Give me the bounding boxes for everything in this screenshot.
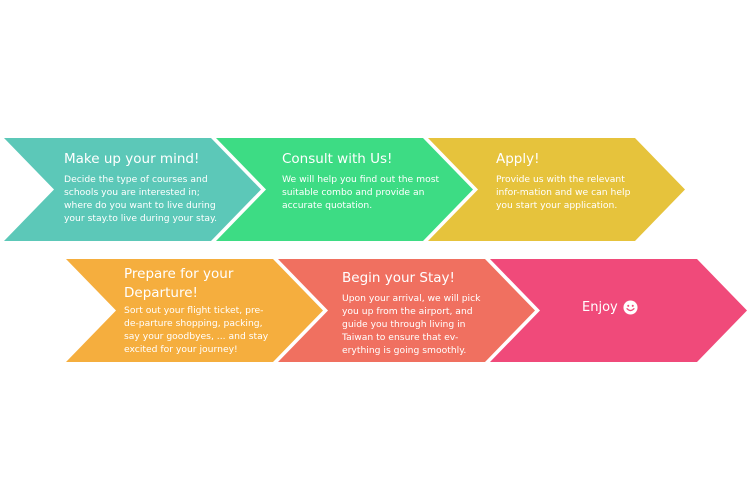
chevron-shape <box>4 138 261 241</box>
step-consult-with-us: Consult with Us! We will help you find o… <box>216 138 474 241</box>
step-description: Sort out your flight ticket, pre-de-part… <box>124 305 269 355</box>
step-make-up-your-mind: Make up your mind! Decide the type of co… <box>4 138 262 241</box>
chevron-shape <box>278 259 535 362</box>
step-description: Upon your arrival, we will pick you up f… <box>342 293 481 356</box>
chevron-shape <box>216 138 473 241</box>
chevron-shape <box>66 259 323 362</box>
step-title: Begin your Stay! <box>342 270 455 286</box>
step-description: Provide us with the relevant infor-matio… <box>496 174 631 211</box>
step-description: Decide the type of courses and schools y… <box>64 174 218 224</box>
step-begin-your-stay: Begin your Stay! Upon your arrival, we w… <box>278 259 536 362</box>
step-title: Prepare for your Departure! <box>124 266 234 301</box>
chevron-shape <box>428 138 685 241</box>
step-enjoy: Enjoy <box>490 259 748 362</box>
step-title: Apply! <box>496 151 540 167</box>
step-title: Enjoy <box>582 300 618 315</box>
chevron-shape <box>490 259 747 362</box>
step-description: We will help you find out the most suita… <box>282 174 440 211</box>
step-title: Consult with Us! <box>282 151 393 167</box>
step-apply: Apply! Provide us with the relevant info… <box>428 138 686 241</box>
smiley-face-icon <box>623 300 638 315</box>
step-prepare-for-departure: Prepare for your Departure! Sort out you… <box>66 259 324 362</box>
step-title: Make up your mind! <box>64 151 200 167</box>
